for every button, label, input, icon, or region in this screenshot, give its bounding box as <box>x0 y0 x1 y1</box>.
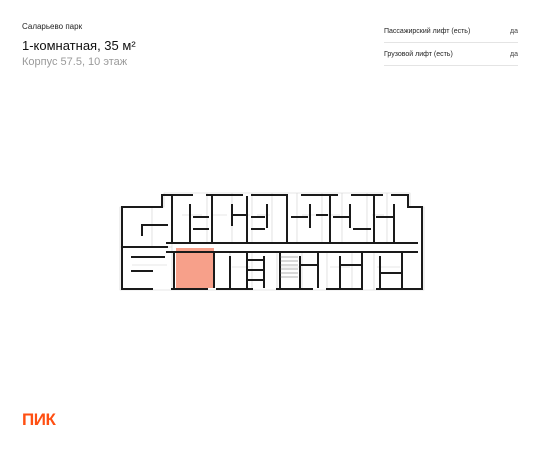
project-name: Саларьево парк <box>22 22 83 31</box>
feature-value: да <box>510 27 518 35</box>
feature-value: да <box>510 50 518 58</box>
pik-logo: ПИК <box>22 410 56 429</box>
plan-thin-lines <box>119 192 425 291</box>
page-subtitle: Корпус 57.5, 10 этаж <box>22 56 128 68</box>
stairs <box>280 256 298 278</box>
highlighted-apartment[interactable] <box>176 248 214 288</box>
feature-label: Грузовой лифт (есть) <box>384 50 453 58</box>
plan-walls <box>121 194 423 290</box>
feature-label: Пассажирский лифт (есть) <box>384 27 471 35</box>
feature-row-passenger-lift: Пассажирский лифт (есть) да <box>384 20 518 43</box>
features-list: Пассажирский лифт (есть) да Грузовой лиф… <box>384 20 518 66</box>
feature-row-freight-lift: Грузовой лифт (есть) да <box>384 43 518 66</box>
page-title: 1-комнатная, 35 м² <box>22 38 136 53</box>
floor-plan <box>119 192 425 291</box>
